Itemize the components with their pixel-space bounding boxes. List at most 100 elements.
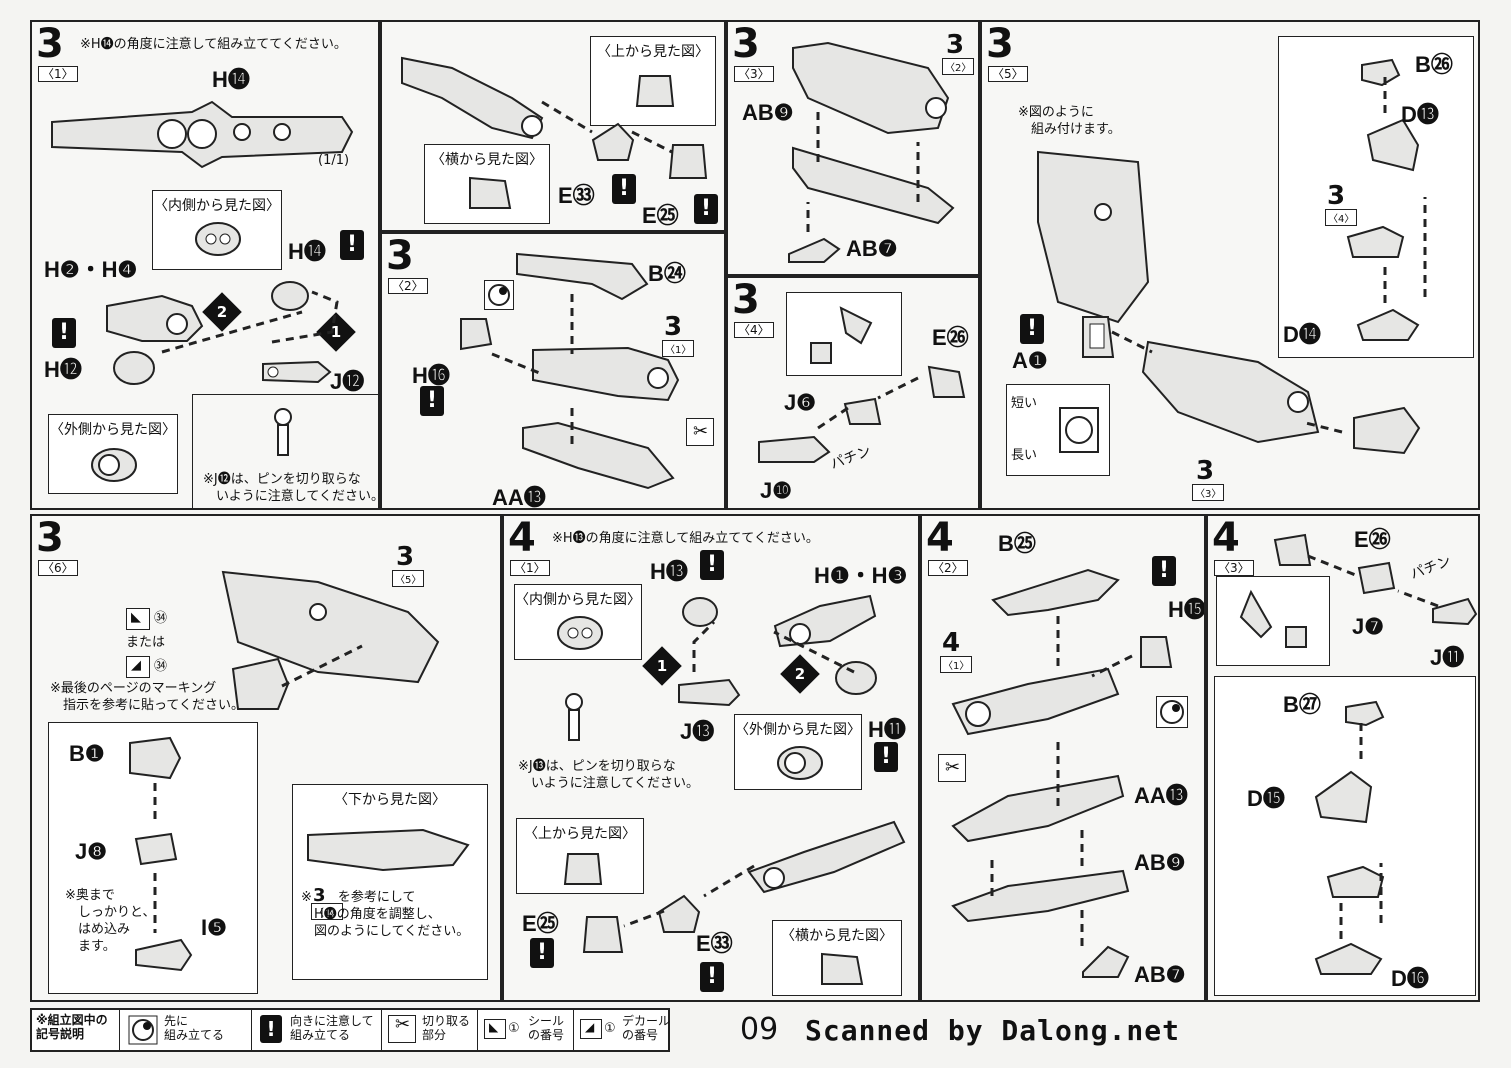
part-label-h16: H⓰: [412, 363, 450, 388]
part-label-d15: D⓯: [1247, 786, 1285, 811]
b26-part: [1361, 58, 1401, 87]
attach-note: ※図のように 組み付けます。: [1018, 105, 1121, 137]
main-body-part: [1141, 340, 1320, 444]
pin-note-box: ※J⓭は、ピンを切り取らな いように注意してください。: [514, 692, 704, 796]
e33-part: [591, 122, 635, 161]
circle-icon: [484, 280, 514, 310]
ref-step-number: 3: [1327, 181, 1346, 211]
step-number: 4: [926, 515, 954, 561]
or-text: または: [126, 635, 166, 650]
step-3-1-panel: 3 〈1〉 ※H⓮の角度に注意して組み立ててください。 H⓮ (1/1) 〈内側…: [30, 20, 380, 510]
top-view-illustration: [635, 75, 675, 107]
substep-label: 〈2〉: [388, 278, 428, 294]
top-view-box: 〈上から見た図〉: [516, 818, 644, 894]
inner-view-box: 〈内側から見た図〉: [152, 190, 282, 270]
j12-part: [262, 360, 332, 384]
legend-item-orientation: ! 向きに注意して 組み立てる: [252, 1010, 382, 1050]
part-label-d13: D⓭: [1401, 102, 1439, 127]
j10-part: [758, 435, 831, 463]
ref-step-number: 3: [1196, 456, 1215, 486]
part-label-h15: H⓯: [1168, 597, 1206, 622]
click-text: パチン: [828, 443, 874, 473]
detail-illustration: [810, 306, 873, 364]
ref-substep: 〈2〉: [942, 58, 975, 75]
part-label-b25: B㉕: [998, 531, 1036, 556]
ab9-part: [951, 869, 1130, 923]
assembly-arrows: [1383, 77, 1427, 307]
part-label-j7: J❼: [1352, 614, 1384, 639]
part-label-h14-top: H⓮: [212, 67, 250, 92]
assembly-arrows: [161, 290, 339, 354]
ref-substep: 〈3〉: [1192, 484, 1225, 501]
side-view-title: 〈横から見た図〉: [431, 152, 543, 168]
b27-part: [1345, 700, 1385, 727]
part-label-e33: E㉝: [696, 931, 733, 956]
pin-note: ※J⓬は、ピンを切り取らな いように注意してください。: [203, 472, 380, 504]
part-label-e33: E㉝: [558, 183, 595, 208]
decal-icon: ◢: [126, 656, 150, 678]
part-label-h12: H⓬: [44, 357, 82, 382]
step-number: 3: [986, 21, 1014, 67]
outer-view-title: 〈外側から見た図〉: [50, 422, 176, 438]
assembly-arrows: [541, 100, 673, 154]
page-count: (1/1): [318, 153, 350, 168]
step-3-3-panel: 3 〈3〉 3 〈2〉 AB❾ AB❼: [726, 20, 980, 276]
legend-text: 先に 組み立てる: [164, 1014, 225, 1042]
j8-part: [134, 832, 178, 866]
body-assembly-part: [792, 41, 950, 135]
assembly-arrows: [1339, 723, 1383, 943]
side-view-illustration: [469, 176, 512, 209]
part-label-j8: J❽: [75, 839, 107, 864]
orientation-view-box: 短い 長い: [1006, 384, 1110, 476]
part-label-ab9: AB❾: [1134, 850, 1186, 875]
a1-part: [1082, 316, 1115, 358]
substep-label: 〈3〉: [1214, 560, 1254, 576]
ref-substep-small: 〈1〉: [311, 903, 344, 920]
top-view-illustration: [563, 853, 603, 885]
part-label-ab7: AB❼: [846, 236, 898, 261]
legend-number: ①: [604, 1021, 616, 1036]
part-label-j6: J❻: [784, 390, 816, 415]
legend-item-pre-assemble: 先に 組み立てる: [120, 1010, 252, 1050]
part-label-b27: B㉗: [1283, 692, 1321, 717]
exclamation-icon: !: [1020, 314, 1044, 344]
short-label: 短い: [1011, 396, 1038, 411]
h12-part: [113, 351, 155, 385]
ref-step-number: 3: [946, 30, 965, 60]
side-view-box: 〈横から見た図〉: [424, 144, 550, 224]
outer-view-box: 〈外側から見た図〉: [734, 714, 862, 790]
legend-text: 切り取る 部分: [422, 1014, 471, 1042]
legend-title-cell: ※組立図中の 記号説明: [32, 1010, 120, 1050]
ref-substep: 〈1〉: [940, 656, 973, 673]
h14-part: [271, 281, 309, 311]
j7-joint-part: [1357, 561, 1396, 595]
bottom-view-illustration: [307, 828, 470, 872]
e26-part: [1273, 533, 1312, 566]
d13-part: [1366, 118, 1420, 172]
step-3-6-panel: 3 〈6〉 3 〈5〉 ◣ ㉞ または ◢ ㉞ ※最後のページのマーキング 指示…: [30, 514, 502, 1002]
step-4-1-panel: 4 〈1〉 ※H⓭の角度に注意して組み立ててください。 H⓭ ! H❶・H❸ 〈…: [502, 514, 920, 1002]
part-label-e26: E㉖: [932, 325, 969, 350]
exclamation-icon: !: [874, 742, 898, 772]
d16-part: [1314, 942, 1383, 975]
exclamation-icon: !: [1152, 556, 1176, 586]
b24-part: [516, 252, 649, 301]
e25-part: [582, 916, 624, 953]
angle-note: ※H⓭の角度に注意して組み立ててください。: [552, 531, 819, 546]
detail-illustration: [1239, 589, 1307, 648]
part-label-aa13: AA⓭: [492, 485, 546, 510]
assembly-arrows: [817, 376, 919, 430]
symbol-legend: ※組立図中の 記号説明 先に 組み立てる ! 向きに注意して 組み立てる ✂ 切…: [30, 1008, 670, 1052]
outer-view-illustration: [91, 448, 137, 482]
fit-note: ※奥まで しっかりと、 はめ込み ます。: [65, 888, 156, 954]
legend-item-seal: ◣ ① シール の番号: [478, 1010, 574, 1050]
e26-part: [927, 365, 966, 398]
step-number: 3: [36, 21, 64, 67]
part-label-j11: J⓫: [1430, 645, 1465, 670]
substep-label: 〈1〉: [38, 66, 78, 82]
exclamation-icon: !: [694, 194, 718, 224]
exclamation-icon: !: [700, 962, 724, 992]
part-label-h13: H⓭: [650, 559, 688, 584]
substep-label: 〈1〉: [510, 560, 550, 576]
substep-label: 〈3〉: [734, 66, 774, 82]
